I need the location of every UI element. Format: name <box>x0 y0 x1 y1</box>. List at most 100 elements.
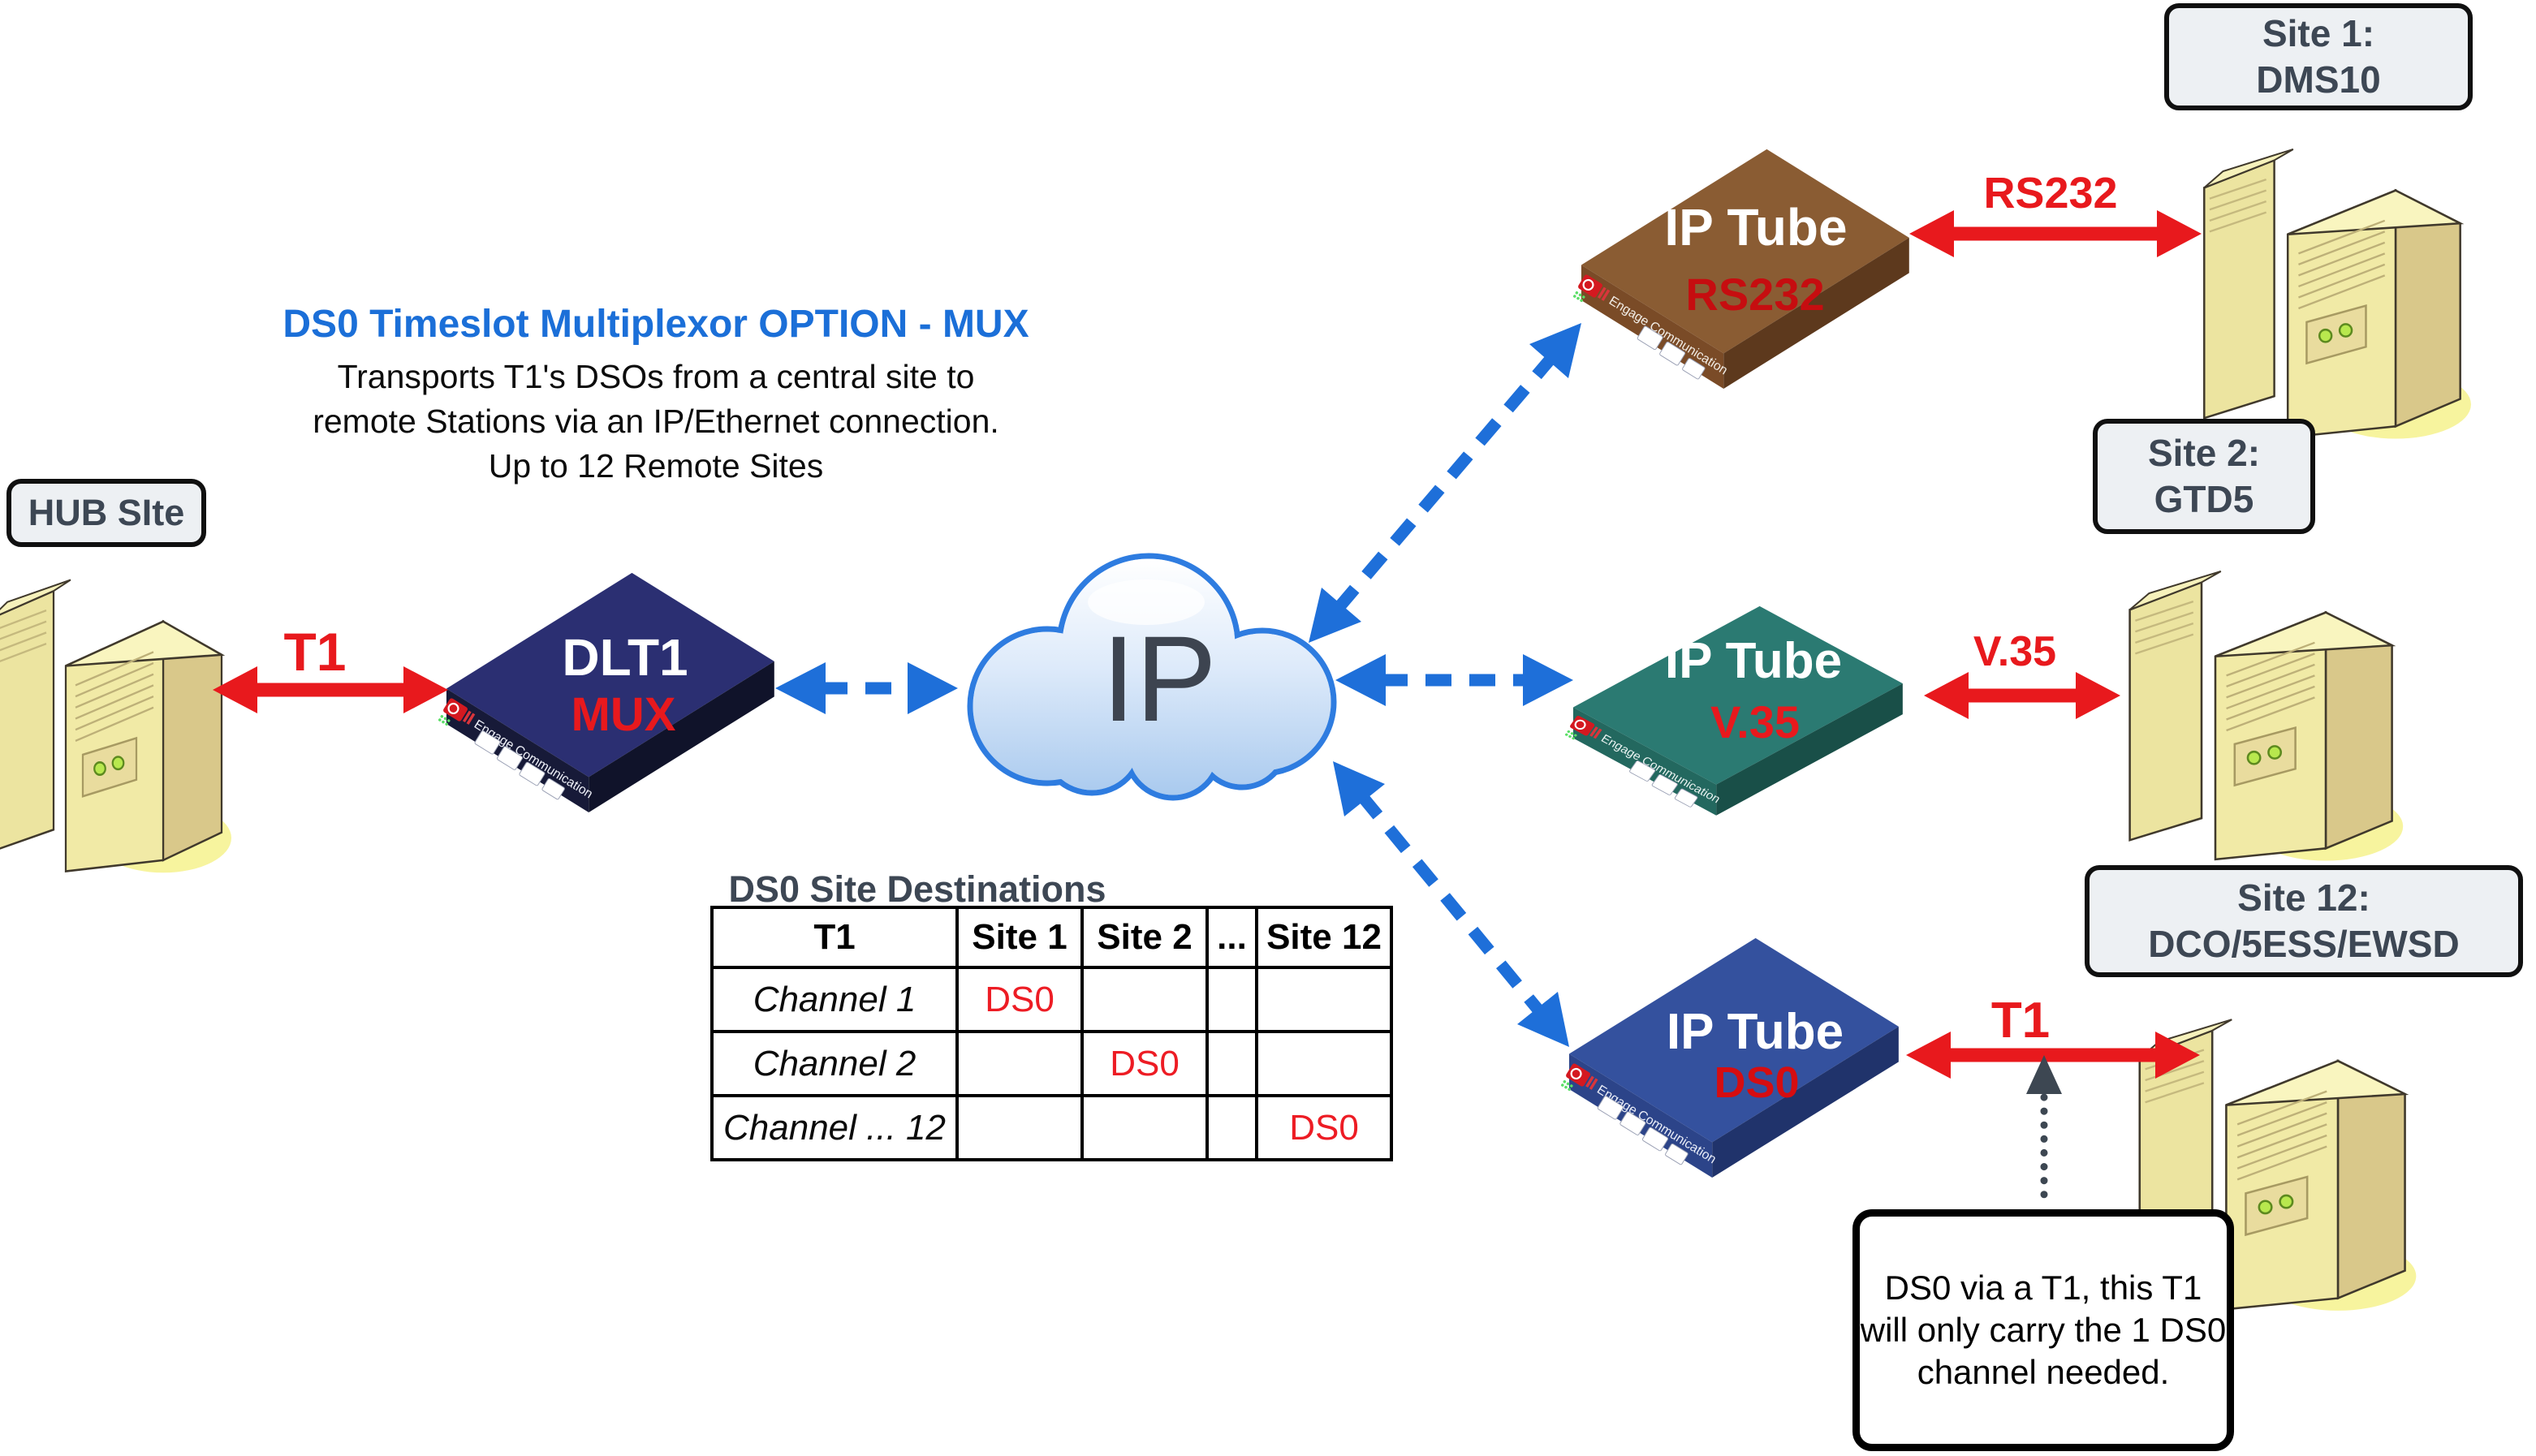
tube-ds0-model: DS0 <box>1714 1058 1799 1107</box>
channel-2-cell: Channel 2 <box>710 1030 959 1097</box>
channel-12-site12: DS0 <box>1255 1094 1393 1161</box>
heading-line-3: Up to 12 Remote Sites <box>488 447 824 485</box>
device-side-face <box>1712 1026 1899 1178</box>
device-top-face <box>1568 937 1899 1143</box>
ds0-table-title: DS0 Site Destinations <box>728 868 1106 910</box>
led-grid <box>1560 1080 1573 1092</box>
led-grid <box>1572 291 1585 303</box>
site12-system: DCO/5ESS/EWSD <box>2148 923 2460 965</box>
server-back-tower <box>0 589 55 850</box>
channel-2-site2: DS0 <box>1080 1030 1209 1097</box>
server-back-tower-top <box>2203 148 2294 189</box>
engage-logo-icon <box>1570 715 1595 736</box>
device-front-face <box>1572 707 1717 816</box>
tube-v35-model: V.35 <box>1710 696 1800 747</box>
led-light <box>2279 1194 2294 1209</box>
hub-site-label: HUB SIte <box>6 479 206 547</box>
cloud-highlight <box>1088 579 1205 625</box>
site1-server-graphic <box>2203 148 2471 439</box>
channel-1-site1: DS0 <box>955 966 1084 1033</box>
heading-line-1: Transports T1's DSOs from a central site… <box>337 358 975 395</box>
channel-12-cell: Channel ... 12 <box>710 1094 959 1161</box>
vent-lines <box>75 651 154 742</box>
hub-server-graphic <box>0 579 231 873</box>
server-back-tower-top <box>0 579 71 616</box>
t1-hub-label: T1 <box>283 622 346 682</box>
ethernet-link-cloud-v35 <box>1335 654 1573 706</box>
server-back-tower-top <box>2128 570 2222 611</box>
v35-link <box>1924 672 2120 719</box>
device-top-face <box>1572 605 1903 785</box>
heading-line-2: remote Stations via an IP/Ethernet conne… <box>313 403 999 440</box>
server-top-face <box>2215 611 2396 657</box>
channel-12-ellipsis <box>1205 1094 1258 1161</box>
server-top-face <box>2225 1059 2409 1106</box>
diagram-heading: DS0 Timeslot Multiplexor OPTION - MUX Tr… <box>250 302 1062 489</box>
site2-system: GTD5 <box>2154 478 2254 520</box>
tube-v35-name: IP Tube <box>1665 633 1842 689</box>
logo-swirl <box>1574 719 1586 730</box>
site2-title: Site 2: <box>2147 432 2261 474</box>
table-row: Channel 2 DS0 <box>710 1030 1393 1097</box>
led-panel <box>2305 304 2367 365</box>
channel-1-site12 <box>1255 966 1393 1033</box>
vent-lines <box>0 609 47 663</box>
logo-bar <box>1593 728 1602 739</box>
tube-rs232-model: RS232 <box>1685 269 1824 320</box>
ip-tube-ds0-device: Engage Communication <box>1560 937 1899 1178</box>
logo-bar <box>1589 1078 1598 1090</box>
led-light <box>93 761 106 776</box>
logo-bar <box>1585 1075 1594 1088</box>
led-panel <box>81 736 138 798</box>
device-top-face <box>446 572 774 778</box>
logo-bar <box>1589 726 1598 737</box>
channel-1-site2 <box>1080 966 1209 1033</box>
server-top-face <box>2287 189 2465 235</box>
site2-label: Site 2: GTD5 <box>2093 419 2315 534</box>
logo-bar <box>1597 286 1607 299</box>
vent-lines <box>2209 178 2267 233</box>
note-line-2: will only carry the 1 DS0 <box>1860 1311 2227 1349</box>
col-header-site1: Site 1 <box>955 906 1084 969</box>
col-header-site12: Site 12 <box>1255 906 1393 969</box>
led-light <box>111 756 125 771</box>
ethernet-link-dlt1-cloud <box>775 662 958 714</box>
rs232-link <box>1909 210 2202 257</box>
tube-ds0-name: IP Tube <box>1667 1004 1844 1060</box>
site12-label: Site 12: DCO/5ESS/EWSD <box>2085 865 2523 977</box>
ip-cloud: IP <box>967 553 1337 801</box>
vent-lines <box>2135 600 2194 655</box>
rs232-label: RS232 <box>1983 169 2117 218</box>
vent-lines <box>2226 641 2315 732</box>
logo-bar <box>462 710 472 723</box>
logo-swirl <box>1582 278 1594 291</box>
dlt1-name: DLT1 <box>562 628 688 687</box>
logo-bar <box>466 713 476 725</box>
device-side-face <box>589 661 774 812</box>
channel-12-site1 <box>955 1094 1084 1161</box>
channel-1-ellipsis <box>1205 966 1258 1033</box>
site1-label: Site 1: DMS10 <box>2164 3 2473 110</box>
device-top-face <box>1581 149 1909 354</box>
note-line-3: channel needed. <box>1917 1353 2170 1391</box>
col-header-ellipsis: ... <box>1205 906 1258 969</box>
vent-lines <box>2298 219 2386 310</box>
table-row: Channel ... 12 DS0 <box>710 1094 1393 1161</box>
site2-server-graphic <box>2128 570 2404 861</box>
note-line-1: DS0 via a T1, this T1 <box>1884 1269 2202 1307</box>
engage-logo-icon <box>443 698 468 722</box>
device-ports <box>1637 325 1706 380</box>
site1-system: DMS10 <box>2256 58 2381 101</box>
engage-logo-icon <box>1578 274 1602 298</box>
device-side-face <box>1716 683 1903 816</box>
heading-title: DS0 Timeslot Multiplexor OPTION - MUX <box>282 303 1029 346</box>
led-panel <box>2233 726 2297 787</box>
table-header-row: T1 Site 1 Site 2 ... Site 12 <box>710 906 1393 969</box>
table-row: Channel 1 DS0 <box>710 966 1393 1033</box>
channel-2-site12 <box>1255 1030 1393 1097</box>
cloud-label: IP <box>1102 610 1217 747</box>
device-ports <box>1629 760 1698 808</box>
engage-logo-icon <box>1566 1063 1591 1087</box>
